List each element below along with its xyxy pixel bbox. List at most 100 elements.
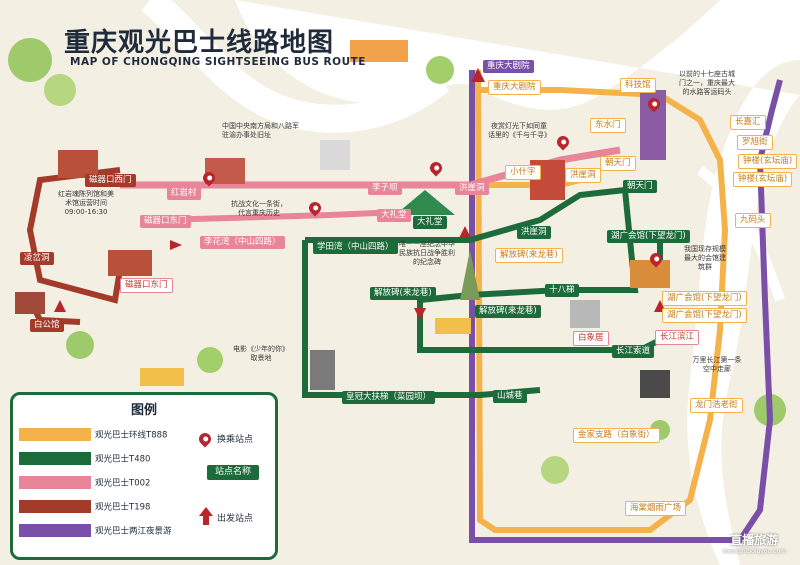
station-huguang-g[interactable]: 湖广会馆(下望龙门) — [607, 230, 690, 243]
note-jinian: 唯一一座纪念中华民族抗日战争胜利的纪念碑 — [399, 240, 455, 266]
note-suodao: 万里长江第一条空中走廊 — [692, 356, 742, 373]
tree-cluster — [426, 56, 454, 84]
jialing-river — [141, 0, 449, 133]
station-huangguan[interactable]: 皇冠大扶梯（菜园坝） — [342, 391, 436, 404]
map-subtitle: MAP OF CHONGQING SIGHTSEEING BUS ROUTE — [70, 56, 366, 68]
note-dianying: 电影《少年的你》取景地 — [233, 345, 289, 362]
station-shapingba[interactable]: 凌岔洞 — [20, 252, 54, 265]
tree-cluster — [44, 74, 76, 106]
watermark-url: www.zhiboluyou.com — [722, 548, 786, 555]
legend-item-t198: 观光巴士T198 — [19, 500, 179, 516]
legend-title: 图例 — [131, 403, 158, 418]
legend-swatch — [19, 428, 91, 441]
departure-arrow — [414, 308, 426, 320]
station-lizibai[interactable]: 李子坝 — [368, 182, 402, 195]
route-t002-lower — [159, 209, 401, 223]
station-jiefangbei-g2[interactable]: 解放碑(来龙巷) — [475, 305, 541, 318]
station-hongyadong-g[interactable]: 洪崖洞 — [517, 226, 551, 239]
station-hongyancun[interactable]: 红岩村 — [167, 187, 201, 200]
station-changjiang-suodao[interactable]: 长江索道 — [612, 345, 655, 358]
legend-label: 观光巴士两江夜景游 — [95, 526, 172, 537]
legend-label: 观光巴士T198 — [95, 502, 151, 513]
legend-swatch — [19, 524, 91, 537]
building-baixiangju — [570, 300, 600, 328]
station-dalitang-g[interactable]: 大礼堂 — [413, 216, 447, 229]
station-cqdjy[interactable]: 重庆大剧院 — [488, 80, 541, 95]
station-hongyadong-o[interactable]: 洪崖洞 — [565, 168, 601, 183]
station-huguang-o2[interactable]: 湖广会馆(下望龙门) — [662, 308, 747, 323]
legend-swatch — [19, 452, 91, 465]
station-chaotianmen-g[interactable]: 朝天门 — [623, 180, 657, 193]
building-dalitang — [395, 190, 455, 215]
station-kejiguan[interactable]: 科技馆 — [620, 78, 656, 93]
station-shibati[interactable]: 十八梯 — [545, 284, 579, 297]
legend-transfer-pin-icon — [196, 430, 214, 448]
legend-item-t480: 观光巴士T480 — [19, 452, 179, 468]
station-jiulongpo[interactable]: 九码头 — [735, 213, 771, 228]
station-baigongguan[interactable]: 白公馆 — [30, 319, 64, 332]
departure-arrow — [54, 300, 66, 312]
tree-cluster — [197, 347, 223, 373]
legend-departure-label: 出发站点 — [217, 514, 254, 524]
departure-arrow — [459, 226, 471, 238]
departure-arrow — [471, 68, 485, 82]
station-chaotianmen-o[interactable]: 朝天门 — [600, 156, 636, 171]
monument-jiefangbei — [460, 250, 480, 300]
escalator-huangguan — [310, 350, 335, 390]
station-xuetianwan[interactable]: 学田湾（中山四路） — [313, 241, 398, 254]
building-modern — [320, 140, 350, 170]
bus-icon — [350, 40, 408, 62]
station-ciqikou-west[interactable]: 磁器口西门 — [85, 174, 136, 187]
route-t480 — [305, 186, 662, 353]
station-jiefangbei-g1[interactable]: 解放碑(来龙巷) — [370, 287, 436, 300]
station-haitang[interactable]: 海棠烟雨广场 — [625, 501, 687, 516]
legend-departure-arrow-icon — [199, 507, 213, 525]
station-cqdjy-night[interactable]: 重庆大剧院 — [483, 60, 534, 73]
station-luojiagou[interactable]: 罗旭街 — [737, 135, 773, 150]
legend-item-t002: 观光巴士T002 — [19, 476, 179, 492]
building-baigongguan — [15, 292, 45, 314]
legend-swatch — [19, 500, 91, 513]
note-hongyan: 中国中央南方局和八路军驻渝办事处旧址 — [222, 122, 299, 139]
station-baixiangju[interactable]: 白象居 — [573, 331, 609, 346]
station-ciqikou-east-p[interactable]: 磁器口东门 — [140, 215, 191, 228]
legend-transfer-label: 换乘站点 — [217, 435, 254, 445]
station-longmenhao[interactable]: 龙门浩老街 — [690, 398, 743, 413]
watermark: 直播旅游 www.zhiboluyou.com — [723, 531, 786, 555]
legend-label: 观光巴士T480 — [95, 454, 151, 465]
route-night — [469, 70, 783, 543]
station-jinjia[interactable]: 金家支路（白象街） — [573, 428, 660, 443]
legend-label: 观光巴士T002 — [95, 478, 151, 489]
building-ciqikou-east — [108, 250, 152, 276]
route-t888 — [475, 69, 729, 533]
note-kangzhan: 抗战文化一条街，代言重庆历史 — [231, 200, 287, 217]
station-zhongbiao2[interactable]: 钟楼(玄坛庙) — [733, 172, 793, 187]
station-dongshuimen[interactable]: 东水门 — [590, 118, 626, 133]
bus-icon — [435, 318, 471, 334]
tree-cluster — [541, 456, 569, 484]
station-lihuawan[interactable]: 李花湾（中山四路） — [200, 236, 285, 249]
tree-cluster — [8, 38, 52, 82]
station-xiaoshizi[interactable]: 小什字 — [505, 165, 541, 180]
building-ciqikou — [58, 150, 98, 178]
station-changjiang-binjiang[interactable]: 长江滨江 — [655, 330, 700, 345]
station-changjiahui[interactable]: 长嘉汇 — [730, 115, 766, 130]
departure-arrow — [170, 240, 182, 250]
station-huguang-o1[interactable]: 湖广会馆(下望龙门) — [662, 291, 747, 306]
note-yejing: 夜赏灯光下如同童话里的《千与千寻》 — [488, 122, 551, 139]
legend-station-name: 站点名称 — [207, 465, 260, 480]
legend-item-night: 观光巴士两江夜景游 — [19, 524, 179, 540]
legend: 图例 观光巴士环线T888 观光巴士T480 观光巴士T002 观光巴士T198… — [10, 392, 278, 560]
legend-swatch — [19, 476, 91, 489]
station-ciqikou-east-r[interactable]: 磁器口东门 — [120, 278, 173, 293]
legend-item-t888: 观光巴士环线T888 — [19, 428, 179, 444]
note-huguang: 我国现存规模最大的会馆建筑群 — [684, 245, 726, 271]
note-hongyan-ticket: 红岩魂陈列馆和美术馆运营时间 09:00-16:30 — [58, 190, 114, 216]
building-cablecar — [640, 370, 670, 398]
station-jiefangbei-o[interactable]: 解放碑(来龙巷) — [495, 248, 563, 263]
station-hongyadong-p[interactable]: 洪崖洞 — [455, 182, 489, 195]
station-dalitang-p[interactable]: 大礼堂 — [377, 209, 411, 222]
station-shanchengxiang[interactable]: 山城巷 — [493, 390, 527, 403]
bus-icon — [140, 368, 184, 386]
station-zhongbiao[interactable]: 钟楼(玄坛庙) — [738, 154, 798, 169]
